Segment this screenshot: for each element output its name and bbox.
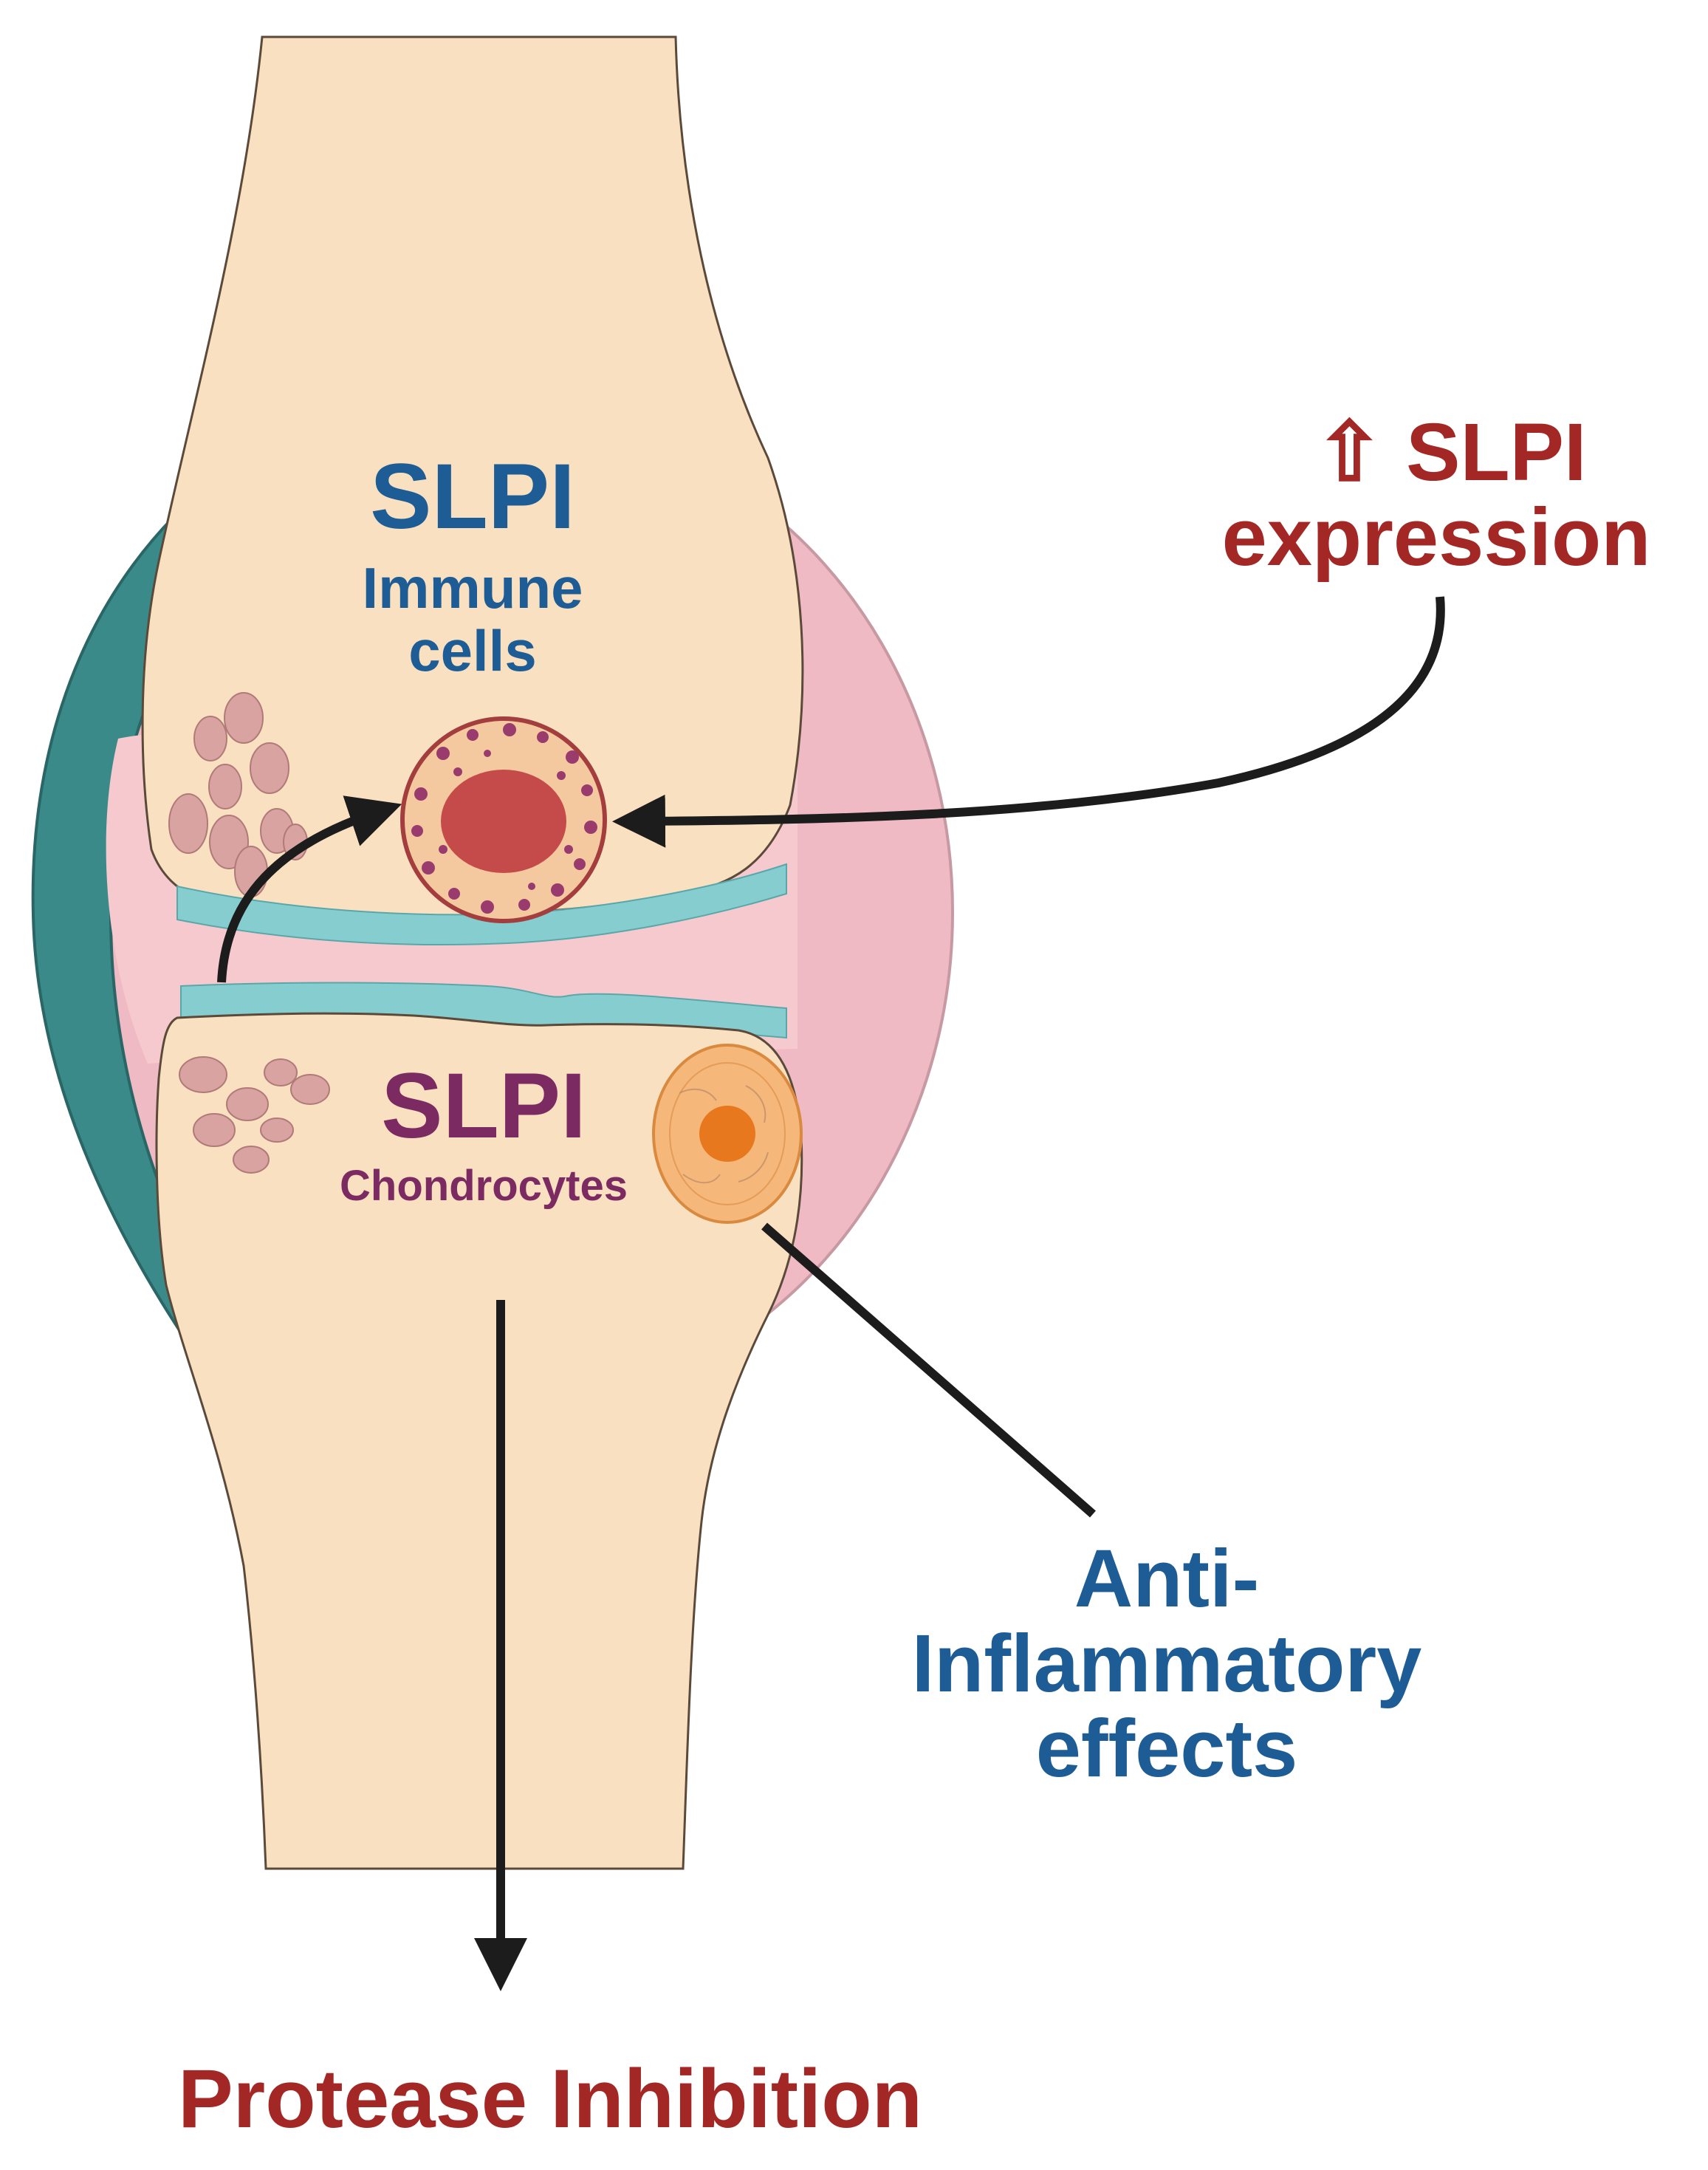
anti-line2: Inflammatory <box>912 1618 1422 1709</box>
chondrocyte-cell <box>652 1044 803 1224</box>
anti-line1: Anti- <box>1074 1533 1259 1624</box>
line-chondro-to-anti <box>761 1222 1096 1518</box>
chondro-slpi-title: SLPI <box>381 1055 586 1157</box>
arrow-chondro-to-immune <box>217 795 402 983</box>
expression-line2: expression <box>1222 492 1651 583</box>
upper-cartilage <box>176 863 787 946</box>
lower-bone <box>155 1012 803 1870</box>
anti-line3: effects <box>1036 1703 1298 1794</box>
immune-cells-line2: cells <box>408 618 536 683</box>
immune-cell <box>400 716 607 923</box>
immune-cells-line1: Immune <box>362 555 583 620</box>
arrow-expression-to-immune <box>612 596 1445 848</box>
immune-slpi-title: SLPI <box>370 445 575 548</box>
expression-line1: ⇧ SLPI <box>1315 407 1586 498</box>
protease-inhibition-label: Protease Inhibition <box>178 2053 922 2145</box>
chondrocytes-label: Chondrocytes <box>340 1162 628 1210</box>
lower-marrow-spots <box>179 1056 330 1174</box>
